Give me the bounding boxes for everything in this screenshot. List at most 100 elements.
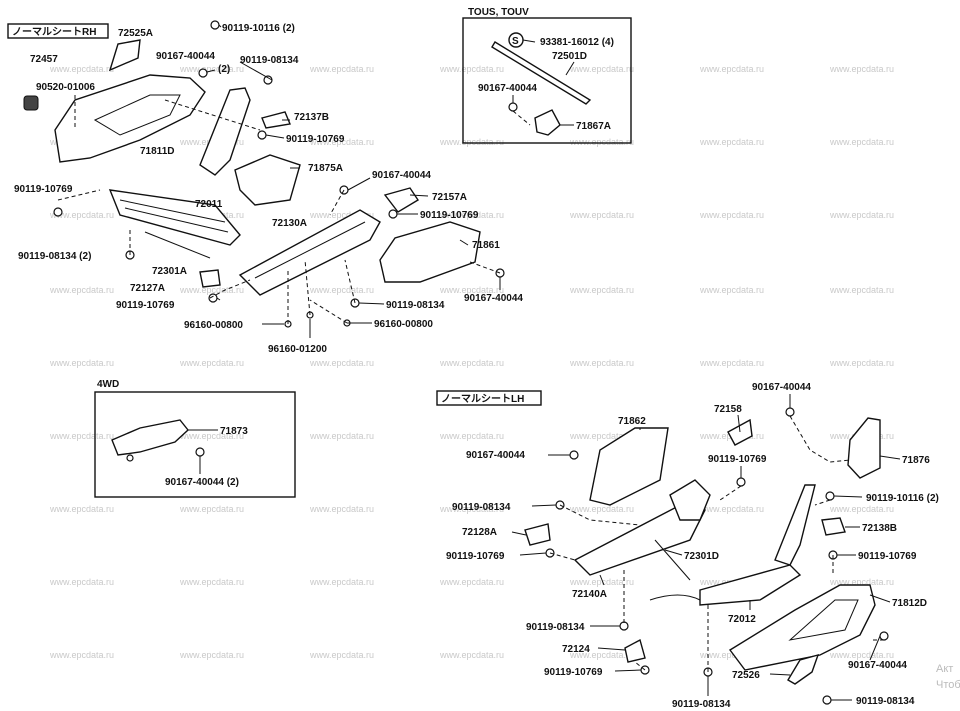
label-71873: 71873 [220,426,248,437]
watermark: www.epcdata.ru [439,577,504,587]
watermark: www.epcdata.ru [569,504,634,514]
watermark: www.epcdata.ru [699,64,764,74]
label-71811D: 71811D [140,146,174,157]
label-90167-40044-rh-a-qty: (2) [218,64,230,75]
label-71862: 71862 [618,416,646,427]
watermark: www.epcdata.ru [699,358,764,368]
watermark: www.epcdata.ru [569,64,634,74]
watermark: www.epcdata.ru [699,504,764,514]
rail-72140A-shape [573,499,706,576]
watermark: www.epcdata.ru [49,210,114,220]
bracket-71867A-shape [534,109,561,136]
label-90119-08134-lh-b: 90119-08134 [526,622,585,633]
watermark: www.epcdata.ru [829,210,894,220]
watermark: www.epcdata.ru [179,504,244,514]
label-72525A: 72525A [118,28,153,39]
watermark: www.epcdata.ru [49,285,114,295]
label-90167-40044-lh-b: 90167-40044 [466,450,525,461]
watermark: www.epcdata.ru [829,504,894,514]
watermark: www.epcdata.ru [179,64,244,74]
label-90119-10769-lh-b: 90119-10769 [446,551,505,562]
watermark: www.epcdata.ru [49,64,114,74]
label-90520-01006: 90520-01006 [36,82,95,93]
shield-71862-shape [589,427,669,506]
fourwd-parts [111,419,205,462]
track-72011-shape [108,189,241,246]
label-72012: 72012 [728,614,756,625]
label-96160-00800-a: 96160-00800 [184,320,243,331]
label-96160-01200: 96160-01200 [268,344,327,355]
cover-71875A-shape [234,154,301,206]
watermark: www.epcdata.ru [829,577,894,587]
recliner-arm-lh-shape [774,484,816,566]
shield-71861-shape [379,221,481,283]
cover-72158-shape [727,418,753,446]
watermark: www.epcdata.ru [179,577,244,587]
shield-71812D-shape [728,584,876,671]
label-90167-40044-lh-c: 90167-40044 [848,660,907,671]
tous-title: TOUS, TOUV [468,7,529,18]
label-90119-08134-2-rh: 90119-08134 (2) [18,251,91,262]
label-90119-10769-lh-a: 90119-10769 [708,454,767,465]
label-90119-10769-lh-c: 90119-10769 [858,551,917,562]
label-90119-08134-lh-c: 90119-08134 [856,696,915,707]
cover-72127A-shape [199,269,221,288]
rod-72301D-shape [654,539,691,581]
rh-section-tag: ノーマルシートRH [12,26,96,38]
watermark: www.epcdata.ru [309,64,374,74]
cover-72525A-shape [108,39,141,72]
cover-72128A-shape [524,523,551,546]
label-72457: 72457 [30,54,58,65]
label-90119-10769-rh-c: 90119-10769 [420,210,479,221]
watermark: www.epcdata.ru [569,577,634,587]
watermark: www.epcdata.ru [49,577,114,587]
bushing-shape [23,95,39,111]
rail-72130A-shape [238,209,381,296]
label-72157A: 72157A [432,192,467,203]
watermark: www.epcdata.ru [309,504,374,514]
label-72526: 72526 [732,670,760,681]
watermark: www.epcdata.ru [49,504,114,514]
link-72138B-shape [821,517,846,536]
label-72128A: 72128A [462,527,497,538]
watermark: www.epcdata.ru [829,358,894,368]
shield-71811D-shape [54,74,206,163]
rod-72301A-shape [144,231,211,259]
lh-tag-box [436,390,542,406]
label-90119-10769-rh-d: 90119-10769 [116,300,175,311]
s-mark: S [512,36,519,47]
watermark: www.epcdata.ru [309,431,374,441]
label-72138B: 72138B [862,523,897,534]
label-72124: 72124 [562,644,590,655]
fourwd-title: 4WD [97,379,119,390]
recliner-arm-shape [199,87,251,176]
watermark: www.epcdata.ru [829,137,894,147]
watermark: www.epcdata.ru [49,431,114,441]
label-93381-16012: 93381-16012 (4) [540,37,614,48]
watermark: www.epcdata.ru [179,431,244,441]
lh-parts [524,407,889,705]
tous-parts: S [491,32,592,136]
label-90119-10769-rh-b: 90119-10769 [14,184,73,195]
overlay-text-1: Акт [936,663,953,675]
handle-72157A-shape [383,187,419,213]
watermark: www.epcdata.ru [699,285,764,295]
watermark: www.epcdata.ru [569,358,634,368]
label-90119-10769-lh-d: 90119-10769 [544,667,603,678]
watermark: www.epcdata.ru [309,210,374,220]
watermark: www.epcdata.ru [439,137,504,147]
watermark: www.epcdata.ru [569,210,634,220]
watermark: www.epcdata.ru [569,137,634,147]
label-71876: 71876 [902,455,930,466]
label-72140A: 72140A [572,589,607,600]
label-71812D: 71812D [892,598,927,609]
label-96160-00800-b: 96160-00800 [374,319,433,330]
link-72137B-shape [261,111,291,129]
watermark: www.epcdata.ru [179,358,244,368]
label-72011: 72011 [195,199,223,210]
rh-tag-box [7,23,109,39]
watermark: www.epcdata.ru [309,137,374,147]
watermark: www.epcdata.ru [309,650,374,660]
label-72301D: 72301D [684,551,719,562]
